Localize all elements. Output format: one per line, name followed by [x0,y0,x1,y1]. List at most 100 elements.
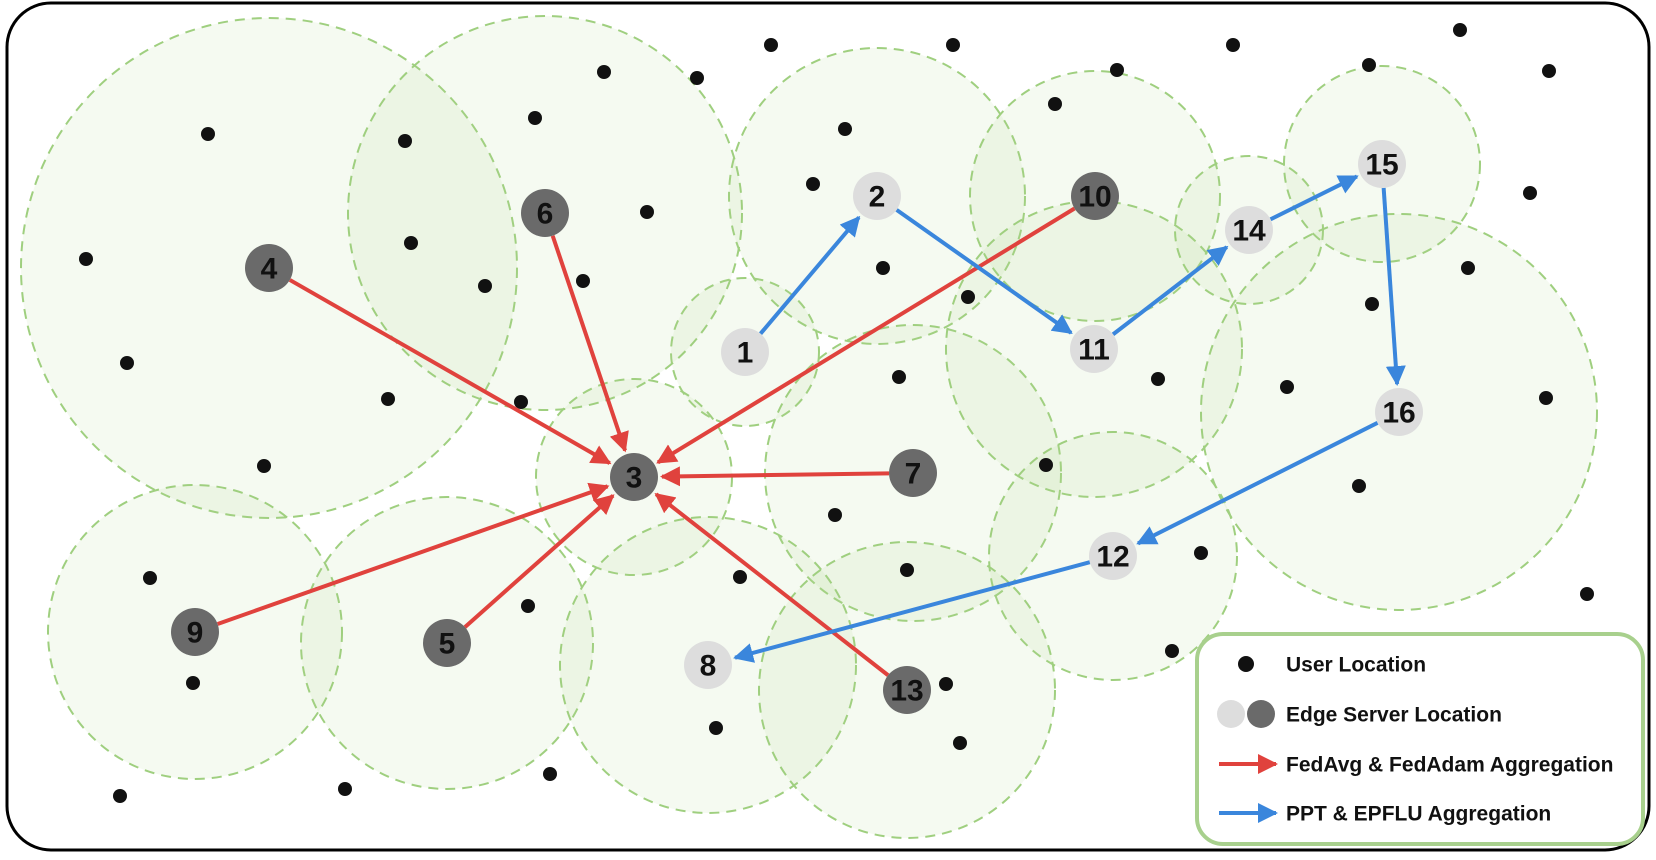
ppt-arrow-16-to-12 [1136,421,1379,546]
edge-server-3: 3 [610,453,658,501]
fedavg-arrow-7-to-3 [659,466,890,487]
edge-server-label: 1 [737,337,754,370]
edge-server-node [1225,206,1273,254]
user-location-dot [79,252,93,266]
edge-server-11: 11 [1070,325,1118,373]
edge-server-label: 2 [869,181,886,214]
edge-server-label: 10 [1078,181,1111,214]
user-location-dot [900,563,914,577]
fedavg-arrow-6-to-3 [550,235,629,453]
user-location-dot [120,356,134,370]
user-location-dot [113,789,127,803]
user-location-dot [514,395,528,409]
user-location-dot [257,459,271,473]
legend-server-light-dot [1217,700,1245,728]
user-location-dot [709,721,723,735]
user-locations [79,23,1594,803]
user-location-dot [953,736,967,750]
user-location-dot [143,571,157,585]
user-location-dot [543,767,557,781]
edge-server-label: 3 [626,462,643,495]
user-location-dot [946,38,960,52]
edge-server-node [1071,172,1119,220]
edge-server-node [171,608,219,656]
user-location-dot [576,274,590,288]
edge-server-label: 4 [261,253,278,286]
user-location-dot [186,676,200,690]
edge-server-10: 10 [1071,172,1119,220]
edge-server-14: 14 [1225,206,1273,254]
user-location-dot [1453,23,1467,37]
edge-server-8: 8 [684,641,732,689]
edge-server-12: 12 [1089,532,1137,580]
user-location-dot [201,127,215,141]
edge-server-node [721,328,769,376]
user-location-dot [806,177,820,191]
edge-server-node [889,449,937,497]
edge-server-node [883,666,931,714]
edge-server-node [423,619,471,667]
user-location-dot [1352,479,1366,493]
edge-server-1: 1 [721,328,769,376]
user-location-dot [338,782,352,796]
ppt-arrow-11-to-14 [1111,245,1229,336]
fedavg-arrow-13-to-3 [654,492,890,677]
fedavg-arrow-10-to-3 [656,206,1076,465]
edge-server-9: 9 [171,608,219,656]
edge-server-label: 7 [905,458,922,491]
edge-server-node [1070,325,1118,373]
edge-server-5: 5 [423,619,471,667]
ppt-arrow-12-to-8 [733,560,1091,663]
edge-server-label: 15 [1365,149,1398,182]
edge-server-node [1358,140,1406,188]
legend-server-dark-dot [1247,700,1275,728]
edge-server-label: 16 [1382,397,1415,430]
legend-user-label: User Location [1286,654,1426,677]
edge-server-13: 13 [883,666,931,714]
fedavg-arrow-5-to-3 [463,494,615,629]
user-location-dot [1542,64,1556,78]
user-location-dot [381,392,395,406]
ppt-arrow-2-to-11 [895,208,1073,335]
user-location-dot [478,279,492,293]
user-location-dot [1523,186,1537,200]
user-location-dot [838,122,852,136]
user-location-dot [1165,644,1179,658]
user-location-dot [1365,297,1379,311]
ppt-arrow-15-to-16 [1381,187,1406,387]
user-location-dot [1151,372,1165,386]
legend-blue-label: PPT & EPFLU Aggregation [1286,803,1551,826]
edge-server-node [521,189,569,237]
edge-server-label: 9 [187,617,204,650]
aggregation-arrows [216,174,1406,677]
user-location-dot [1048,97,1062,111]
edge-server-label: 6 [537,198,554,231]
edge-server-2: 2 [853,172,901,220]
legend-red-label: FedAvg & FedAdam Aggregation [1286,754,1613,777]
user-location-dot [597,65,611,79]
user-location-dot [528,111,542,125]
legend-server-label: Edge Server Location [1286,704,1502,727]
legend-user-dot [1238,656,1254,672]
user-location-dot [640,205,654,219]
fedavg-arrow-9-to-3 [216,482,610,626]
user-location-dot [892,370,906,384]
legend: User Location Edge Server Location FedAv… [1195,632,1645,846]
edge-server-label: 5 [439,628,456,661]
user-location-dot [521,599,535,613]
user-location-dot [690,71,704,85]
user-location-dot [828,508,842,522]
user-location-dot [1362,58,1376,72]
edge-server-node [684,641,732,689]
user-location-dot [1110,63,1124,77]
edge-server-node [610,453,658,501]
edge-server-label: 12 [1096,541,1129,574]
user-location-dot [1194,546,1208,560]
edge-server-node [1375,388,1423,436]
user-location-dot [1280,380,1294,394]
user-location-dot [1226,38,1240,52]
edge-server-node [245,244,293,292]
edge-server-4: 4 [245,244,293,292]
